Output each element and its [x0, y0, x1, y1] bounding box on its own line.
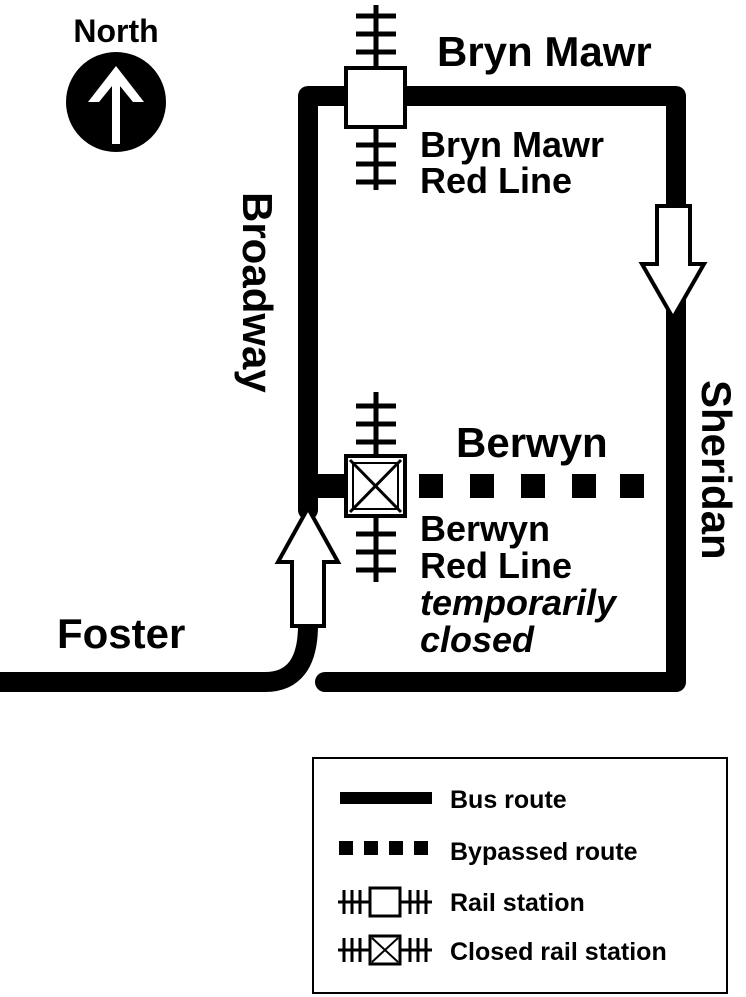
legend-closed-rail-station-swatch: [338, 934, 432, 966]
legend: Bus route Bypassed route Rail station: [312, 757, 728, 994]
legend-closed-rail-station-label: Closed rail station: [450, 938, 667, 966]
bypassed-route-line: [318, 474, 644, 498]
berwyn-status-line2: closed: [420, 619, 535, 660]
berwyn-station-name: Berwyn: [420, 508, 550, 549]
sheridan-street-label: Sheridan: [693, 380, 740, 560]
compass-label: North: [73, 13, 158, 49]
legend-rail-station-swatch: [338, 886, 432, 918]
legend-bypassed-route-label: Bypassed route: [450, 838, 638, 866]
southbound-arrow-icon: [638, 204, 708, 323]
legend-rail-station-label: Rail station: [450, 889, 585, 917]
northbound-arrow-icon: [274, 503, 342, 628]
foster-bus-route: [0, 560, 318, 692]
north-arrow-icon: [88, 66, 144, 144]
bryn-mawr-station-icon: [344, 66, 407, 129]
broadway-street-label: Broadway: [234, 192, 281, 393]
berwyn-station-line: Red Line: [420, 545, 572, 586]
legend-bus-route-label: Bus route: [450, 786, 567, 814]
bryn-mawr-station-name: Bryn Mawr: [420, 124, 604, 165]
bus-route-line: [298, 86, 686, 692]
bryn-mawr-street-label: Bryn Mawr: [437, 28, 652, 75]
berwyn-closed-station-icon: [344, 454, 407, 518]
berwyn-status-line1: temporarily: [420, 582, 618, 623]
legend-bypassed-route-swatch: [339, 841, 428, 855]
berwyn-street-label: Berwyn: [456, 419, 608, 466]
north-compass: North: [66, 13, 166, 152]
foster-street-label: Foster: [57, 610, 185, 657]
bryn-mawr-station-line: Red Line: [420, 160, 572, 201]
